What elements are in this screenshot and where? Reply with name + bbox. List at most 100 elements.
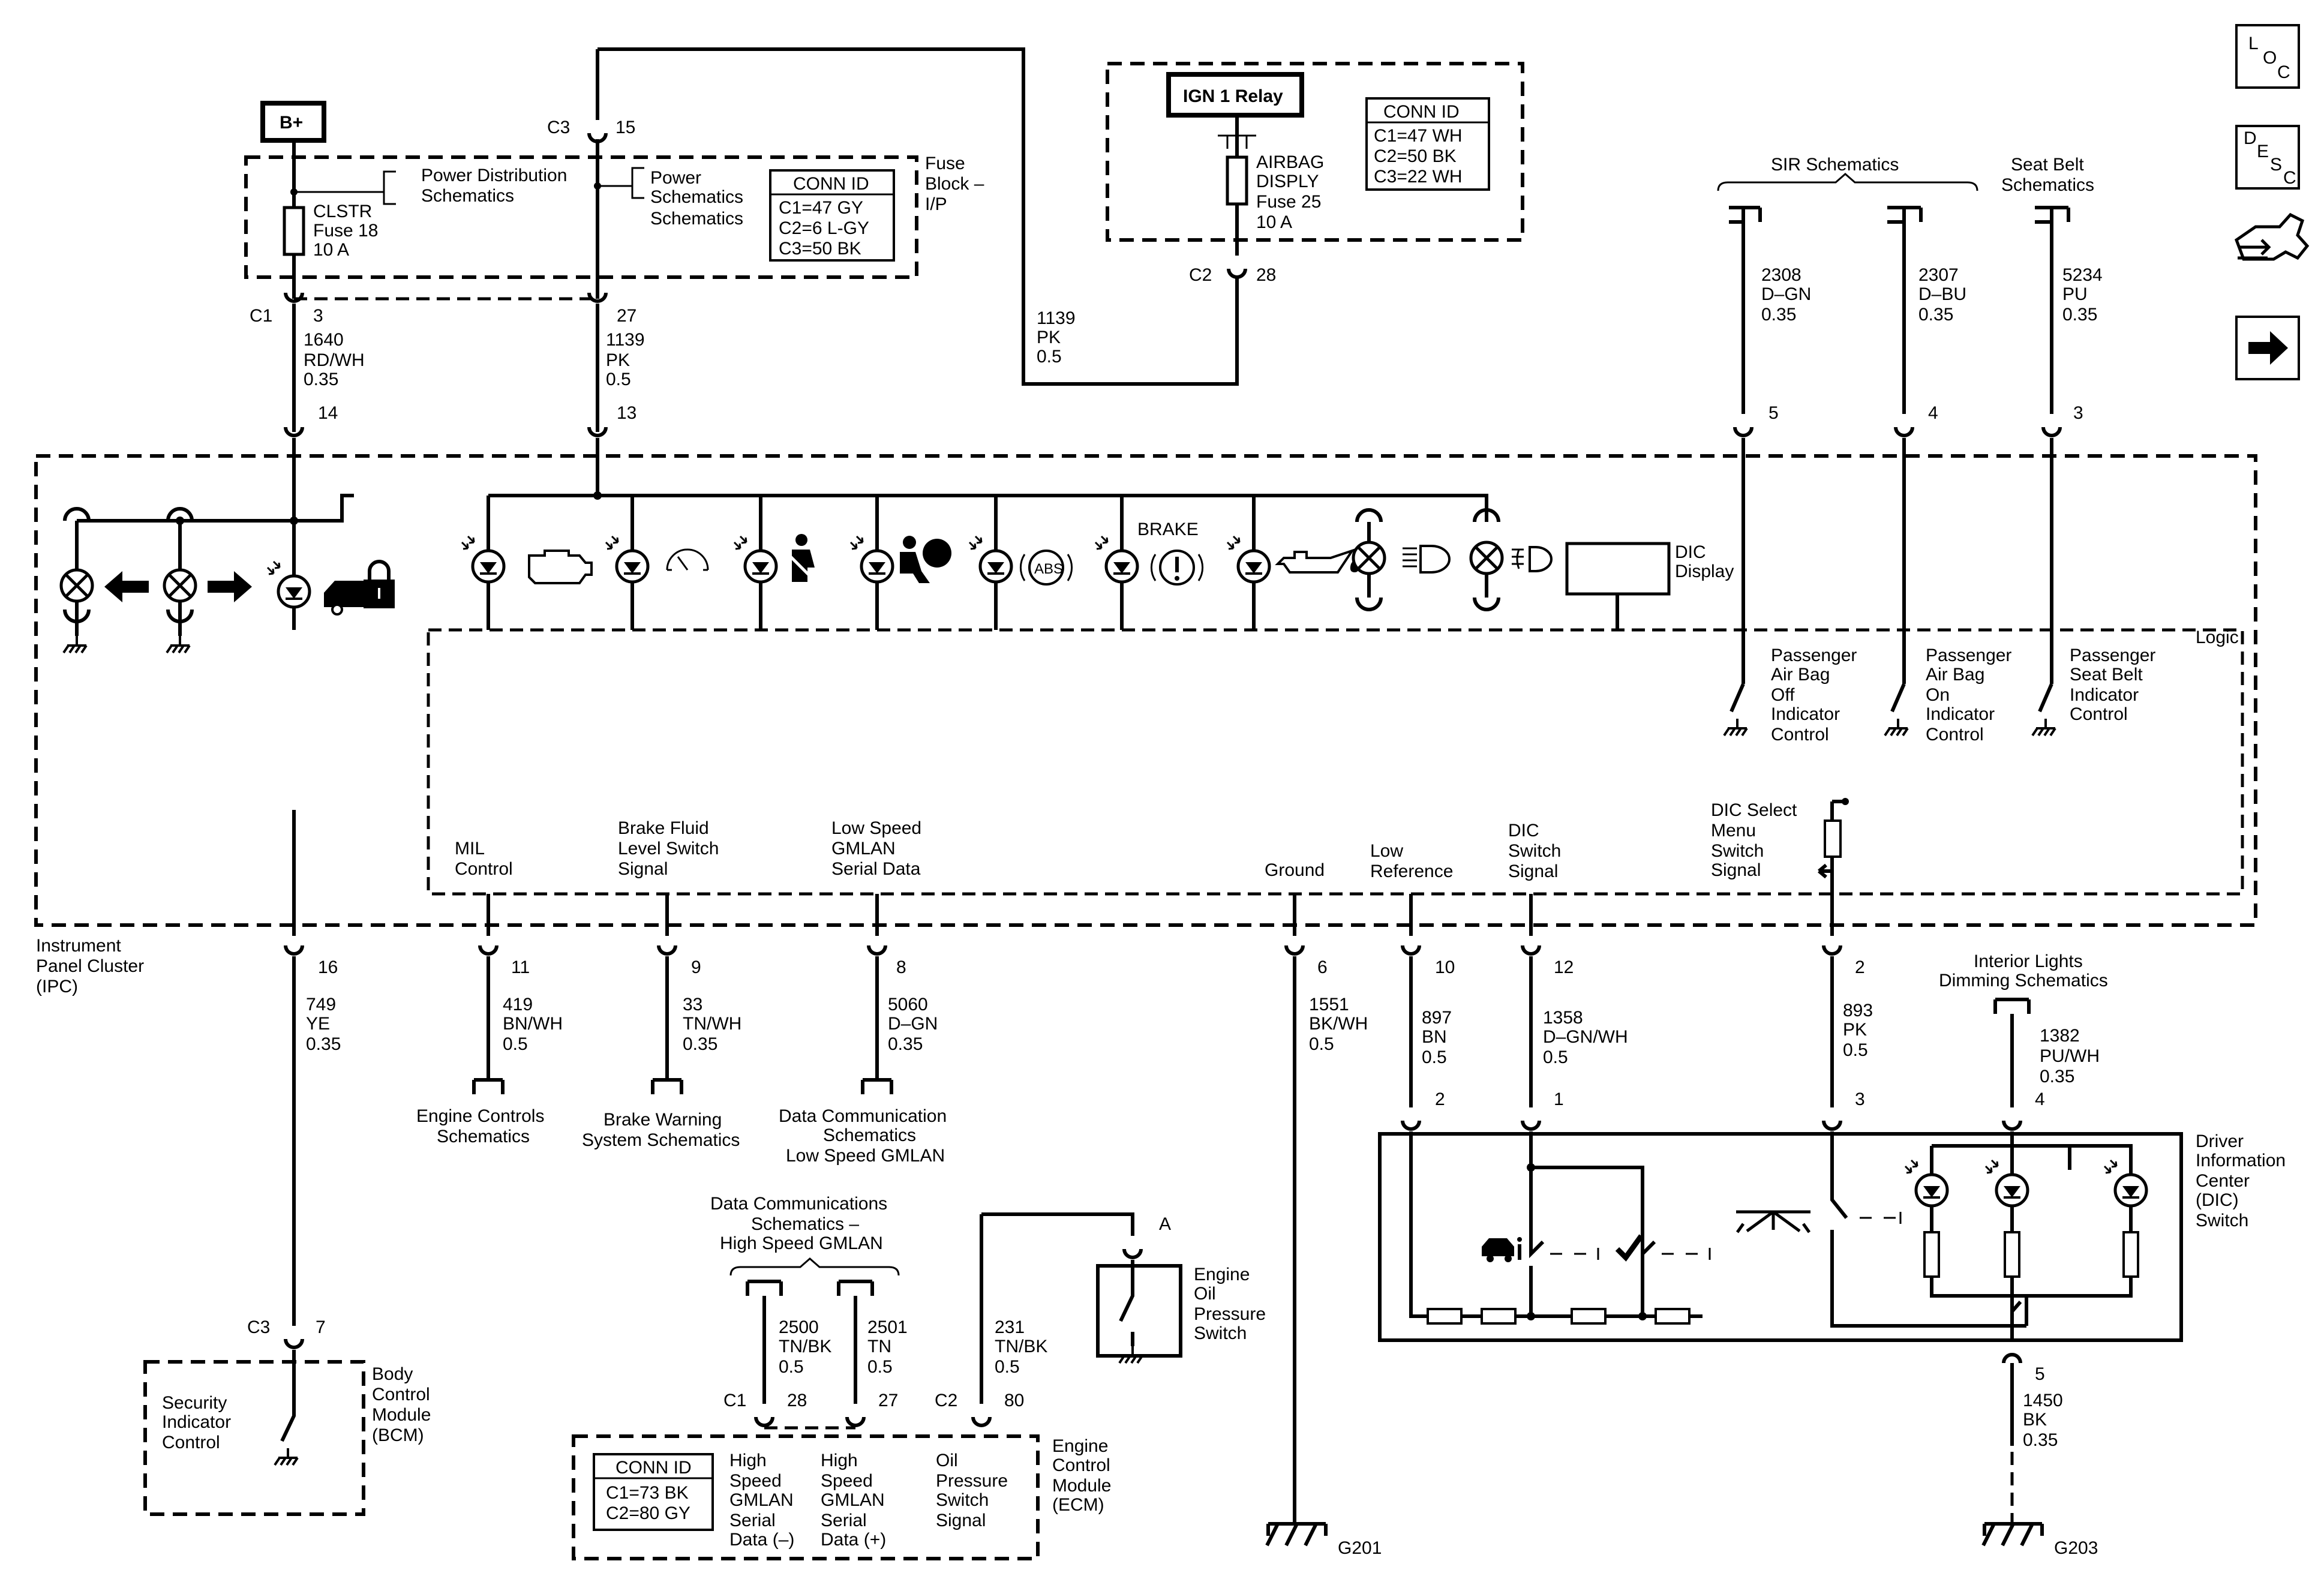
svg-text:0.35: 0.35 [2062,305,2097,325]
ipc-boundary [34,454,2257,927]
svg-text:Indicator: Indicator [1926,704,1995,724]
svg-text:Engine: Engine [1052,1436,1108,1456]
fog-lamp-icon [1529,546,1553,572]
dic-switch-module-box [1378,1132,2183,1342]
seatbelt-icon [785,534,815,582]
svg-text:(ECM): (ECM) [1052,1495,1104,1515]
pin-14: 14 [318,403,338,423]
next-page-arrow-icon[interactable] [2235,316,2300,380]
abs-icon: ABS [1019,550,1073,586]
svg-text:Serial Data: Serial Data [831,859,921,879]
ecm-hs-gmlan-minus-label: High Speed GMLAN Serial Data (–) [729,1451,794,1550]
mil-control-label: MIL Control [455,839,513,879]
svg-text:Fuse 25: Fuse 25 [1256,192,1321,212]
pin-11: 11 [511,957,530,977]
svg-text:Signal: Signal [618,859,668,879]
wire-33-label: 33 TN/WH 0.35 [683,995,741,1054]
pin-8: 8 [896,957,906,977]
data-comm-hs-schematics-ref[interactable]: Data Communications Schematics – High Sp… [710,1194,900,1276]
svg-text:D–GN/WH: D–GN/WH [1543,1027,1628,1047]
select-checkmark-icon [1615,1234,1644,1262]
svg-text:1382: 1382 [2040,1026,2080,1046]
pin-2-ipc: 2 [1855,957,1865,977]
ipc-logic-label: Logic [2196,628,2239,647]
svg-text:Schematics: Schematics [823,1125,916,1145]
wire-1640-label: 1640 RD/WH 0.35 [304,330,365,389]
dic-resistor-ladder [1409,1131,1711,1325]
svg-text:D–GN: D–GN [888,1014,938,1034]
diagnostic-tools-icon[interactable] [2234,212,2310,261]
engine-controls-schematics-ref[interactable]: Engine Controls Schematics [416,1106,544,1146]
svg-text:(BCM): (BCM) [372,1425,424,1445]
bcm-boundary [143,1360,365,1516]
seatbelt-schematics-ref[interactable]: Seat Belt Schematics [2001,155,2094,195]
pin-5-top: 5 [1768,403,1779,423]
svg-text:0.35: 0.35 [2023,1430,2058,1450]
wire-5234-label: 5234 PU 0.35 [2062,265,2103,325]
svg-text:Indicator: Indicator [2070,685,2139,705]
desc-letter-e: E [2257,142,2269,161]
loc-letter-o: O [2263,48,2277,68]
ecm-c1-label: C1 [723,1391,746,1410]
sir-schematics-ref[interactable]: SIR Schematics [1717,155,1978,191]
svg-text:10 A: 10 A [313,240,349,260]
svg-text:Serial: Serial [729,1511,776,1530]
svg-text:Interior Lights: Interior Lights [1974,951,2083,971]
power-schematics-ref[interactable]: Power Schematics Schematics [650,168,743,229]
pin-10: 10 [1435,957,1455,977]
airbag-conn-c1: C1=47 WH [1374,126,1463,146]
location-nav-icon[interactable]: L O C [2235,24,2300,89]
svg-text:High Speed GMLAN: High Speed GMLAN [720,1233,883,1253]
svg-text:Schematics: Schematics [421,186,514,206]
ecm-pins [756,1417,990,1430]
ecm-c2-label: C2 [935,1391,957,1410]
svg-text:PK: PK [1843,1020,1867,1040]
low-reference-label: Low Reference [1370,841,1453,881]
svg-text:Module: Module [1052,1476,1111,1496]
passenger-airbag-on-control: Passenger Air Bag On Indicator Control [1926,646,2011,745]
dic-module-label: Driver Information Center (DIC) Switch [2196,1131,2286,1230]
fuse-pin-27: 27 [617,306,636,326]
speedometer-icon [666,548,709,571]
svg-text:Speed: Speed [729,1471,782,1491]
fuse-block-label: Fuse Block – I/P [925,154,984,214]
data-comm-ls-schematics-ref[interactable]: Data Communication Schematics Low Speed … [779,1106,947,1166]
ecm-hs-gmlan-plus-label: High Speed GMLAN Serial Data (+) [821,1451,886,1550]
svg-text:0.5: 0.5 [606,370,631,389]
svg-text:ABS: ABS [1034,561,1063,577]
svg-text:0.5: 0.5 [1843,1040,1868,1060]
wire-1139-label-b: 1139 PK 0.5 [1037,308,1076,367]
svg-text:Control: Control [1052,1455,1110,1475]
svg-text:1551: 1551 [1309,995,1349,1014]
svg-text:Instrument: Instrument [36,936,121,956]
wire-749-label: 749 YE 0.35 [306,995,341,1054]
brake-warning-schematics-ref[interactable]: Brake Warning System Schematics [582,1110,740,1150]
svg-text:Fuse 18: Fuse 18 [313,221,378,241]
power-distribution-schematics-ref[interactable]: Power Distribution Schematics [421,166,567,206]
airbag-c2-pin: 28 [1256,265,1276,285]
description-nav-icon[interactable]: D E S C [2235,125,2300,190]
fuse-conn-c2: C2=6 L-GY [779,218,869,238]
svg-text:0.35: 0.35 [2040,1067,2074,1086]
svg-text:Engine: Engine [1194,1265,1250,1284]
svg-text:893: 893 [1843,1001,1873,1020]
svg-text:Brake Fluid: Brake Fluid [618,818,709,838]
svg-text:System Schematics: System Schematics [582,1130,740,1150]
svg-text:Dimming Schematics: Dimming Schematics [1939,971,2108,990]
desc-letter-s: S [2270,155,2282,175]
ipc-indicator-leds [462,496,1269,630]
ground-g201: G201 [1265,1522,1382,1558]
bcm-c3-label: C3 [247,1317,270,1337]
svg-text:Control: Control [372,1385,430,1404]
svg-text:0.5: 0.5 [779,1357,804,1377]
svg-text:Display: Display [1675,562,1734,581]
svg-text:Level Switch: Level Switch [618,839,719,858]
svg-text:GMLAN: GMLAN [821,1490,885,1510]
svg-text:Signal: Signal [1508,861,1558,881]
ipc-name-label: Instrument Panel Cluster (IPC) [36,936,144,996]
svg-text:GMLAN: GMLAN [729,1490,794,1510]
engine-check-icon [528,550,593,584]
svg-text:0.5: 0.5 [1037,347,1062,367]
interior-lights-schematics-ref[interactable]: Interior Lights Dimming Schematics [1939,951,2108,990]
